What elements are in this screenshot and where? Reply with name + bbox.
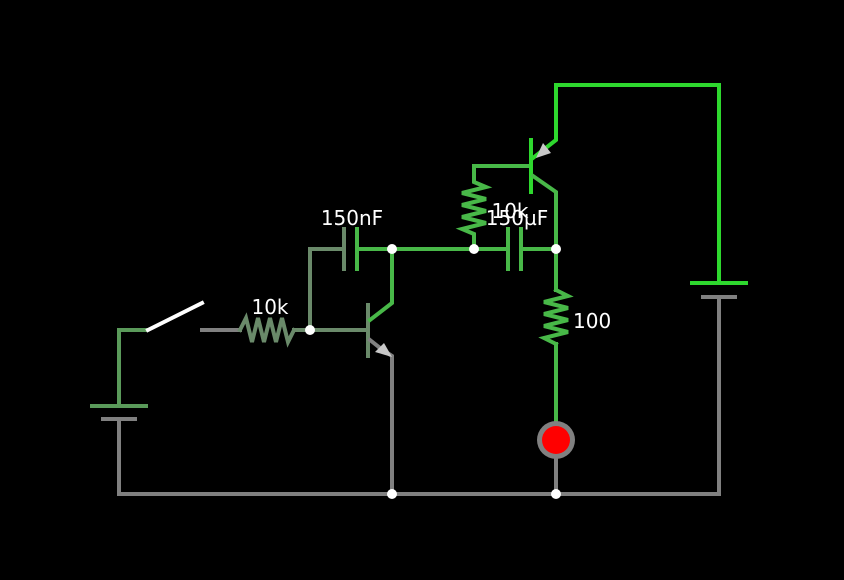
resistor-load[interactable] (538, 287, 574, 347)
lamp-bulb (542, 426, 570, 454)
node-output (551, 244, 561, 254)
resistor-load-label: 100 (573, 309, 611, 333)
resistor-bias[interactable] (455, 164, 533, 251)
npn-collector-lead (367, 247, 394, 323)
node-base (305, 325, 315, 335)
switch[interactable] (145, 300, 205, 333)
capacitor-1-label: 150nF (321, 206, 383, 230)
transistor-pnp[interactable] (529, 83, 558, 251)
resistor-base-label: 10k (251, 295, 288, 319)
pnp-emitter-arrow-icon (536, 143, 551, 158)
battery-right[interactable] (690, 281, 748, 299)
node-collector (387, 244, 397, 254)
resistor-bias-label: 10k (491, 199, 528, 223)
pnp-collector-lead (530, 173, 558, 251)
transistor-npn[interactable] (366, 247, 394, 358)
base-to-capacitor-wire (308, 247, 346, 332)
npn-emitter-lead (367, 337, 383, 351)
junction-nodes (305, 244, 561, 499)
ground-bus-wire (117, 296, 721, 496)
capacitor-2-label: 150µF (486, 206, 548, 230)
node-bias (469, 244, 479, 254)
node-ground-lamp (551, 489, 561, 499)
supply-wire (554, 83, 721, 285)
npn-emitter-arrow-icon (375, 343, 392, 357)
battery-left-to-switch-wire (117, 328, 148, 408)
resistor-base[interactable] (237, 312, 297, 348)
lamp[interactable] (537, 421, 575, 459)
node-ground-npn (387, 489, 397, 499)
